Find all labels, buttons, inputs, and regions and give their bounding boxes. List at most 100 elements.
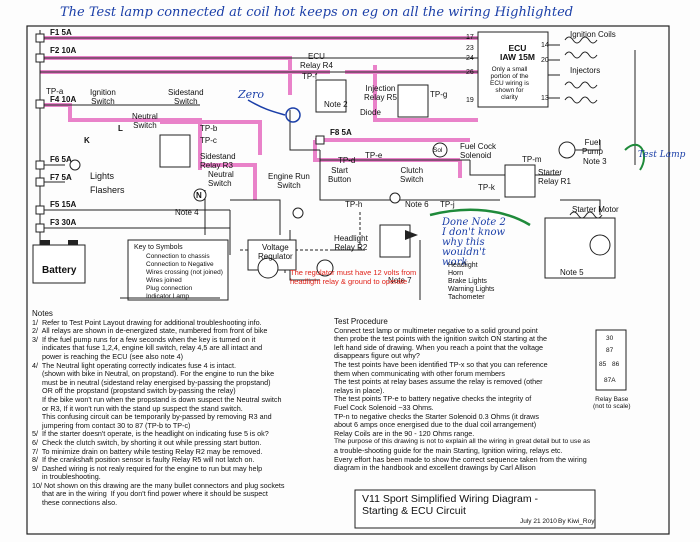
fuse-f4 [35,99,45,109]
sidestand-relay-box [159,134,191,168]
ecu-note-label: Only a small portion of the ECU wiring i… [490,66,530,101]
procedure-line: Every effort has been made to show the c… [334,454,587,464]
ignition-l-label: L [118,124,123,133]
neutral-switch-label: Neutral Switch [132,112,158,130]
relay-base-pin: 85 [599,361,607,368]
procedure-line: disappears figure out why? [334,351,420,361]
fuse-f3-label: F3 30A [50,218,77,227]
ecu-pin: 13 [541,95,549,102]
starter-motor-label: Starter Motor [572,205,619,214]
ecu-pin: 24 [466,55,474,62]
fuse-block [35,33,325,233]
procedure-line: then probe the test points with the igni… [334,334,547,344]
tp-g-label: TP-g [430,90,448,99]
key-joined: Wires joined [146,277,182,284]
relay-base-label: Relay Base (not to scale) [593,396,631,410]
title-block-author: By Kiwi_Roy [558,518,595,525]
note3-label: Note 3 [583,157,607,166]
note-line: 4/ The Neutral light operating correctly… [32,360,237,370]
key-lamp: Indicator Lamp [146,293,189,300]
note5-label: Note 5 [560,268,584,277]
note-line: If the bike won't run when the propstand… [32,394,282,404]
sidestand-relay-label: Sidestand Relay R3 [200,152,236,170]
fuse-f6 [35,160,45,170]
key-negative: Connection to Negative [146,261,214,268]
battery-terminal [40,240,50,245]
battery-body [32,244,86,284]
lights-lamp-symbol [69,159,81,171]
fuse-f7-label: F7 5A [50,173,72,182]
fuel-cock-label: Fuel Cock Solenoid [460,142,497,160]
battery-label: Battery [42,265,77,276]
procedure-line: relays in place). [334,385,385,395]
note-line: 10/ Not shown on this drawing are the ma… [32,480,285,490]
procedure-line: them when communicating with other forum… [334,368,505,378]
engine-run-switch-label: Engine Run Switch [268,172,310,190]
title-block-date: July 21 2010 [520,518,557,525]
note6-label: Note 6 [405,200,429,209]
neutral-n-label: N [196,191,202,200]
note-line: or R3, If it won't run with the stand up… [32,403,243,413]
note7-label: Note 7 [388,276,412,285]
headlight-relay-box [379,224,411,258]
procedure-line: Fuel Cock Solenoid ~33 Ohms. [334,402,434,412]
fuse-f2-label: F2 10A [50,46,77,55]
tp-f-label: TP-f [302,72,318,81]
handwritten-top-annotation: The Test lamp connected at coil hot keep… [60,5,574,20]
headlight-relay-label: Headlight Relay R2 [334,234,368,252]
relay-base-box [595,329,627,391]
lights-label: Lights [90,171,115,181]
ecu-relay-box [315,79,347,113]
note-line: 7/ To minimize drain on battery while te… [32,446,263,456]
sol-label: Sol [433,147,443,154]
fuse-f2 [35,53,45,63]
note-line: OR off the propstand (propstand switch b… [32,386,236,396]
key-title: Key to Symbols [134,244,183,251]
note4-label: Note 4 [175,208,199,217]
key-crossing: Wires crossing (not joined) [146,269,223,276]
starter-motor-symbol [589,234,611,256]
ink-test-lamp [624,143,645,171]
note-line: 5/ If the starter doesn't operate, is th… [32,429,269,439]
relay-base-pin: 87A [604,377,616,384]
key-chassis: Connection to chassis [146,253,210,260]
tp-b-label: TP-b [200,124,218,133]
note-line: 2/ All relays are shown in de-energized … [32,326,268,336]
note-line: 9/ Dashed wiring is not realy required f… [32,463,263,473]
tp-c-label: TP-c [200,136,217,145]
fuse-f5 [35,205,45,215]
key-to-symbols-box [127,239,229,301]
relay-base-pin: 87 [606,347,614,354]
notes-section: Notes 1/ Refer to Test Point Layout draw… [32,309,332,508]
note-line: must be in neutral (sidestand relay ener… [32,377,271,387]
procedure-title: Test Procedure [334,317,388,326]
note-line: these connections also. [32,498,118,508]
note-line: This confusing circuit can be temporaril… [32,412,272,422]
clutch-switch-label: Clutch Switch [400,166,424,184]
ink-meter-circle [285,107,301,123]
headlight-loads-label: Headlight Horn Brake Lights Warning Ligh… [448,262,495,301]
title-block-title: V11 Sport Simplified Wiring Diagram - St… [362,493,539,517]
starter-relay-label: Starter Relay R1 [538,168,571,186]
voltage-regulator-label: Voltage Regulator [258,243,293,261]
fuse-f1-label: F1 5A [50,28,72,37]
note-line: jumpering from contact 30 to 87 (TP-b to… [32,420,191,430]
engine-run-switch-symbol [292,207,304,219]
regulator-note: The regulator must have 12 volts from he… [290,268,417,286]
notes-title: Notes [32,309,53,318]
procedure-line: The purpose of this drawing is not to ex… [334,438,591,446]
handwritten-test-lamp: Test Lamp [638,150,686,160]
fuel-pump-symbol [558,141,576,159]
tp-j-label: TP-j [440,200,455,209]
handwritten-done-note: Done Note 2 I don't know why this wouldn… [442,217,506,268]
fuel-pump-label: Fuel Pump [582,138,603,156]
title-block-box [354,489,596,529]
ecu-label: ECU IAW 15M [500,43,535,62]
relay-base-pin: 86 [612,361,620,368]
note-line: (shown with bike in Neutral, on propstan… [32,369,275,379]
injection-relay-box [397,84,429,118]
procedure-line: The test points at relay bases assume th… [334,377,543,387]
fuse-f8 [315,135,325,145]
